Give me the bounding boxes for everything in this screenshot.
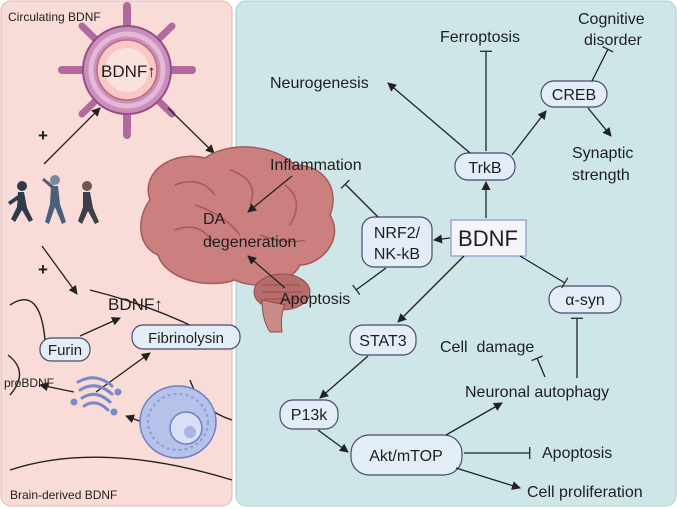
arrow-golgi-to-probdnf (39, 382, 75, 393)
apoptosis-right-label: Apoptosis (542, 445, 612, 462)
stat3-box (349, 324, 417, 356)
creb-label: CREB (552, 87, 596, 104)
neuronal-autophagy-label: Neuronal autophagy (465, 384, 609, 401)
inflammation-label: Inflammation (270, 157, 362, 174)
synaptic-strength-line2: strength (572, 167, 630, 184)
arrow-stat3-to-p13k (319, 355, 369, 399)
exercising-people-icon (8, 175, 99, 224)
vessel-bdnf-label: BDNF↑ (101, 62, 156, 81)
inhibit-autophagy-cell-damage (531, 355, 546, 378)
creb-box (540, 80, 608, 108)
plus-sign-top: + (38, 126, 48, 145)
inhibit-nrf2-inflammation (340, 179, 379, 218)
arrow-furin-to-bdnf (79, 317, 121, 337)
p13k-box (279, 399, 339, 430)
akt-mtop-box (350, 434, 463, 476)
bdnf-center-label: BDNF (458, 226, 518, 251)
nrf2-line2: NK-kB (374, 246, 420, 263)
arrow-trkb-to-creb (511, 110, 547, 156)
fibrinolysin-box (131, 324, 241, 350)
arrow-exercise-to-vessel (43, 107, 101, 165)
arrow-trkb-to-neurogenesis (387, 82, 471, 154)
arrow-p13k-to-akt (317, 429, 349, 453)
fibrinolysin-label: Fibrinolysin (148, 330, 224, 347)
bdnf-up-label: BDNF↑ (108, 295, 163, 314)
arrow-akt-to-proliferation (455, 467, 521, 490)
alpha-syn-box (548, 285, 622, 314)
inhibit-nrf2-apoptosis (352, 267, 387, 296)
cell-membrane-curves (7, 289, 233, 481)
furin-label: Furin (48, 342, 82, 359)
arrow-exercise-to-bdnf (41, 245, 78, 295)
plus-sign-bottom: + (38, 260, 48, 279)
arrow-bdnf-to-nrf2 (433, 234, 451, 244)
golgi-apparatus-icon (70, 376, 122, 416)
furin-box (39, 337, 91, 362)
inhibit-creb-cognitive (591, 45, 614, 82)
apoptosis-label: Apoptosis (280, 291, 350, 308)
probdnf-label: proBDNF (4, 376, 54, 390)
akt-mtop-label: Akt/mTOP (369, 448, 443, 465)
cognitive-disorder-line1: Cognitive (578, 11, 645, 28)
nucleus-er-icon (139, 385, 217, 459)
cell-proliferation-label: Cell proliferation (527, 484, 643, 501)
nrf2-line1: NRF2/ (374, 225, 421, 242)
arrow-creb-to-synaptic (587, 107, 612, 137)
stat3-label: STAT3 (359, 333, 407, 350)
arrow-bdnf-to-stat3 (397, 255, 465, 323)
ferroptosis-label: Ferroptosis (440, 29, 520, 46)
da-degeneration-line2: degeneration (203, 234, 296, 251)
arrow-inflammation-to-da (247, 175, 293, 213)
arrow-apoptosis-to-da (247, 255, 286, 289)
arrow-vessel-to-brain (167, 107, 215, 154)
trkb-label: TrkB (468, 160, 501, 177)
blood-vessel-icon (58, 2, 196, 139)
circulating-bdnf-label: Circulating BDNF (8, 10, 101, 24)
bdnf-center-box (450, 219, 527, 257)
trkb-box (454, 152, 516, 181)
cell-damage-label: Cell damage (440, 339, 534, 356)
da-degeneration-line1: DA (203, 211, 226, 228)
brain-derived-bdnf-label: Brain-derived BDNF (10, 488, 117, 502)
p13k-label: P13k (291, 407, 328, 424)
alpha-syn-label: α-syn (565, 292, 604, 309)
inhibit-bdnf-alpha-syn (519, 255, 569, 289)
cognitive-disorder-line2: disorder (584, 32, 642, 49)
arrow-golgi-to-fibrinolysin (95, 352, 151, 393)
neurogenesis-label: Neurogenesis (270, 75, 369, 92)
synaptic-strength-line1: Synaptic (572, 145, 633, 162)
nrf2-nfkb-box (361, 216, 433, 268)
arrow-akt-to-autophagy (445, 402, 503, 436)
